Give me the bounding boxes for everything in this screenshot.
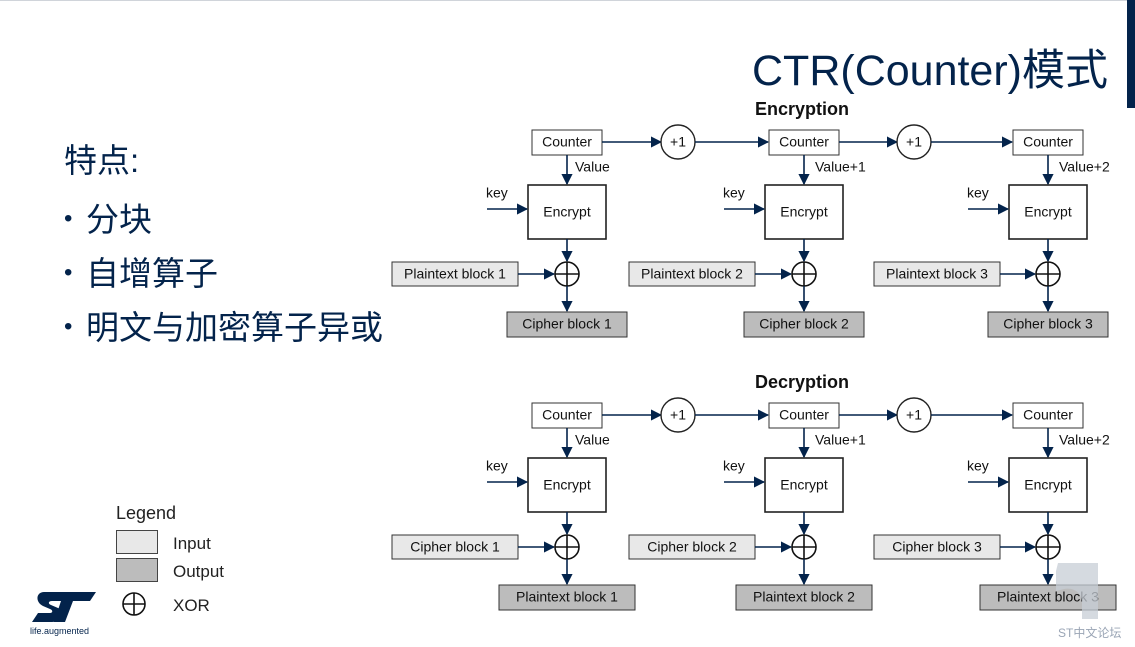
counter-label: Counter <box>542 407 592 423</box>
counter-label: Counter <box>1023 407 1073 423</box>
feature-item-label: 分块 <box>86 201 152 238</box>
feature-heading: 特点: <box>64 142 140 179</box>
key-label: key <box>486 185 508 201</box>
counter-label: Counter <box>542 134 592 150</box>
feature-item: • 自增算子 <box>64 248 383 302</box>
counter-label: Counter <box>779 407 829 423</box>
key-label: key <box>967 458 989 474</box>
feature-item: • 分块 <box>64 194 383 248</box>
input-block <box>391 261 519 287</box>
encrypt-box <box>1008 457 1088 513</box>
output-block <box>498 584 636 611</box>
section-title: Decryption <box>755 372 849 392</box>
accent-bar <box>1127 0 1135 108</box>
output-block <box>506 311 628 338</box>
counter-value-label: Value+2 <box>1059 159 1110 175</box>
input-swatch <box>116 530 158 554</box>
legend-label: Output <box>173 562 225 581</box>
counter-value-label: Value <box>575 432 610 448</box>
input-block-label: Cipher block 3 <box>892 539 982 555</box>
encrypt-label: Encrypt <box>1024 204 1072 220</box>
encrypt-box <box>764 184 844 240</box>
input-block <box>628 261 756 287</box>
input-block-label: Plaintext block 1 <box>404 266 506 282</box>
encrypt-label: Encrypt <box>780 204 828 220</box>
key-label: key <box>967 185 989 201</box>
feature-item-label: 自增算子 <box>86 255 218 292</box>
input-block <box>873 534 1001 560</box>
output-block-label: Plaintext block 1 <box>516 589 618 605</box>
input-block <box>391 534 519 560</box>
output-block <box>743 311 865 338</box>
counter-value-label: Value+1 <box>815 432 866 448</box>
legend-item-output: Output <box>116 558 224 586</box>
output-swatch <box>116 558 158 582</box>
increment-label: +1 <box>670 134 686 150</box>
watermark-text: ST中文论坛 <box>1058 626 1122 640</box>
top-divider <box>0 0 1135 1</box>
output-block-label: Plaintext block 2 <box>753 589 855 605</box>
encrypt-label: Encrypt <box>1024 477 1072 493</box>
counter-label: Counter <box>779 134 829 150</box>
counter-label: Counter <box>1023 134 1073 150</box>
legend-label: XOR <box>173 596 210 615</box>
xor-icon <box>122 592 146 616</box>
legend: Legend Input Output XOR <box>116 503 224 620</box>
increment-label: +1 <box>906 134 922 150</box>
input-block <box>873 261 1001 287</box>
key-label: key <box>486 458 508 474</box>
legend-title: Legend <box>116 503 177 523</box>
legend-item-xor: XOR <box>116 592 210 620</box>
key-label: key <box>723 185 745 201</box>
increment-label: +1 <box>906 407 922 423</box>
legend-label: Input <box>173 534 211 553</box>
logo-tagline: life.augmented <box>30 626 90 636</box>
encrypt-label: Encrypt <box>543 204 591 220</box>
output-block <box>735 584 873 611</box>
st-logo-icon <box>32 592 96 622</box>
counter-value-label: Value <box>575 159 610 175</box>
legend-item-input: Input <box>116 530 211 558</box>
counter-value-label: Value+1 <box>815 159 866 175</box>
increment-label: +1 <box>670 407 686 423</box>
output-block-label: Cipher block 1 <box>522 316 612 332</box>
key-label: key <box>723 458 745 474</box>
feature-list: 特点: • 分块 • 自增算子 • 明文与加密算子异或 <box>64 140 383 356</box>
output-block-label: Cipher block 2 <box>759 316 849 332</box>
output-block-label: Cipher block 3 <box>1003 316 1093 332</box>
feature-item: • 明文与加密算子异或 <box>64 302 383 356</box>
bullet-icon: • <box>64 205 73 233</box>
feature-item-label: 明文与加密算子异或 <box>86 309 383 346</box>
encrypt-label: Encrypt <box>780 477 828 493</box>
input-block-label: Plaintext block 3 <box>886 266 988 282</box>
encrypt-label: Encrypt <box>543 477 591 493</box>
counter-value-label: Value+2 <box>1059 432 1110 448</box>
slide-title: CTR(Counter)模式 <box>752 47 1108 95</box>
bullet-icon: • <box>64 259 73 287</box>
encrypt-box <box>1008 184 1088 240</box>
output-block <box>987 311 1109 338</box>
input-block-label: Cipher block 1 <box>410 539 500 555</box>
input-block-label: Plaintext block 2 <box>641 266 743 282</box>
output-block-label: Plaintext block 3 <box>997 589 1099 605</box>
bullet-icon: • <box>64 313 73 341</box>
section-title: Encryption <box>755 99 849 119</box>
watermark-logo-icon <box>1056 563 1098 619</box>
input-block-label: Cipher block 2 <box>647 539 737 555</box>
